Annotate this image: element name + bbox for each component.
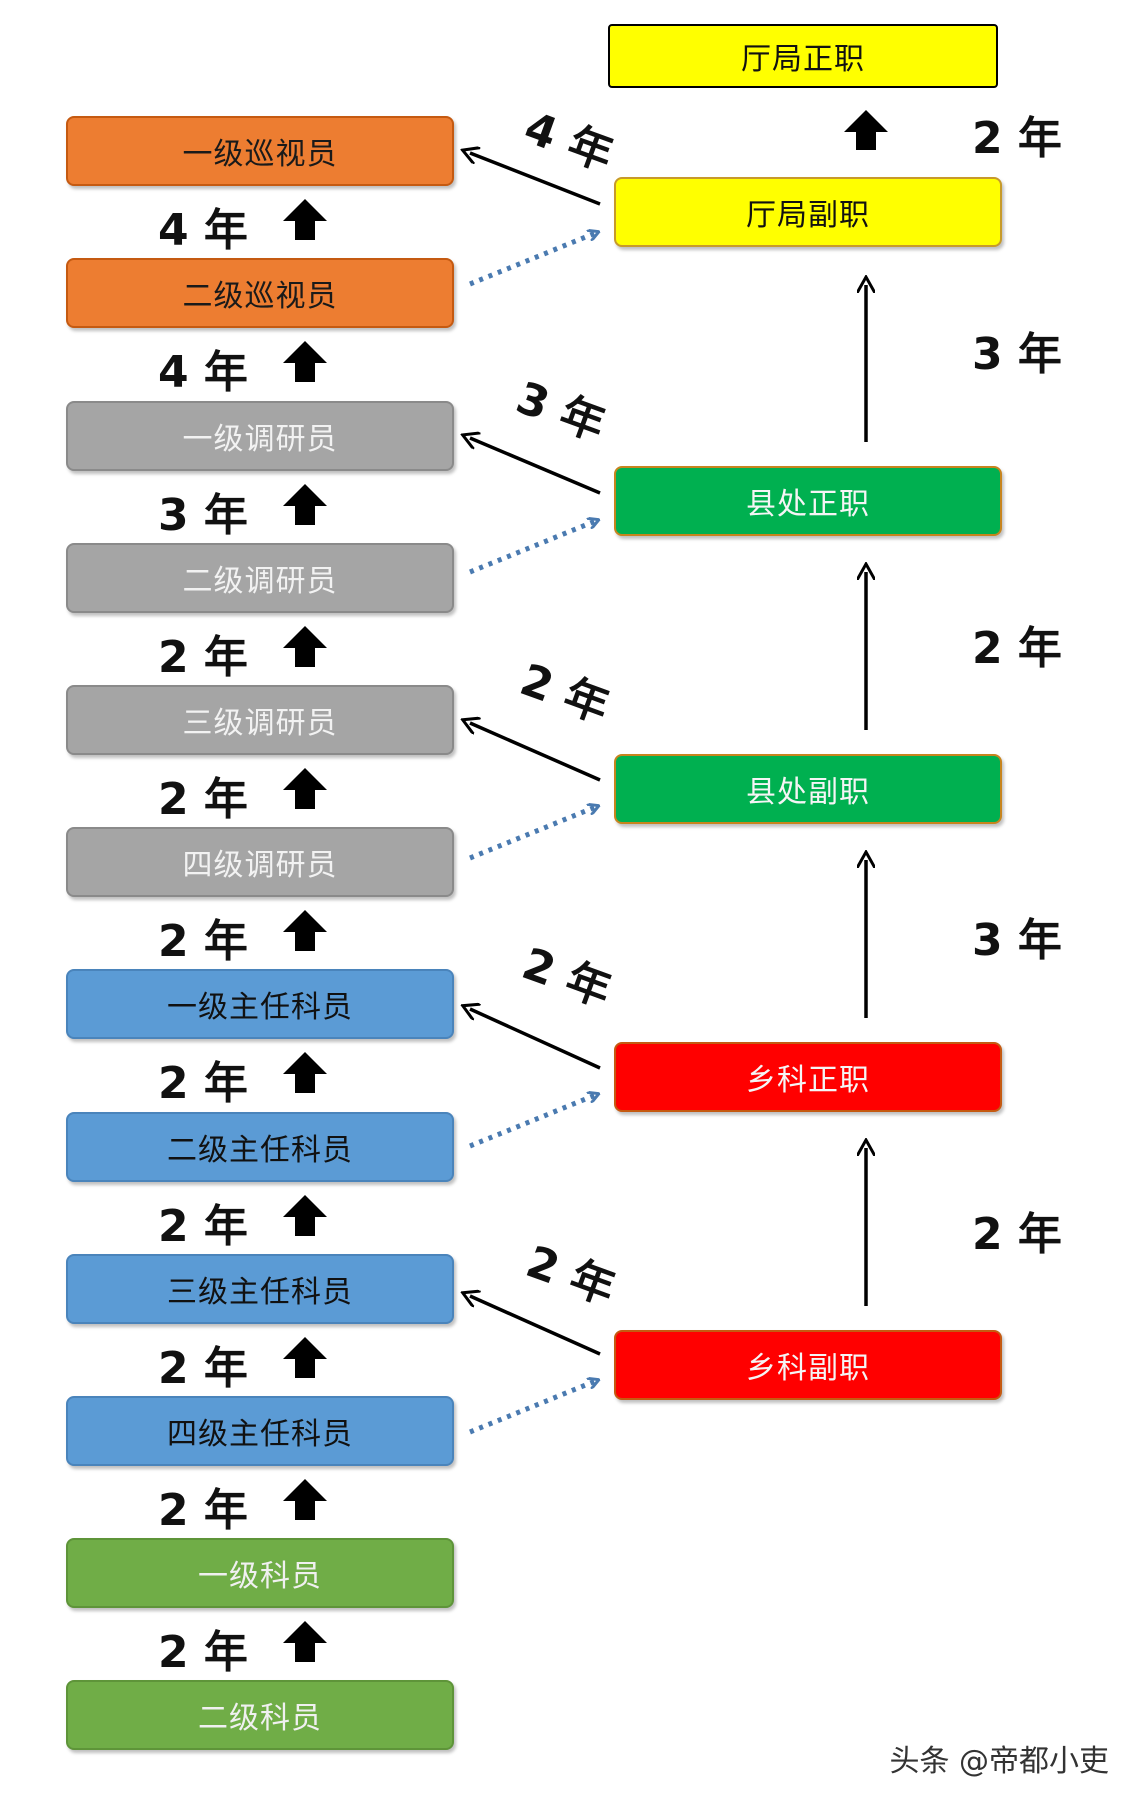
rank-box-level4-principal-clerk: 四级主任科员	[66, 1396, 454, 1466]
dotted-arrow	[469, 806, 598, 861]
block-up-arrow	[283, 1052, 327, 1093]
rank-box-level1-inspector: 一级巡视员	[66, 116, 454, 186]
rank-box-section-deputy: 乡科副职	[614, 1330, 1002, 1400]
rank-box-level2-researcher: 二级调研员	[66, 543, 454, 613]
block-up-arrow	[283, 626, 327, 667]
left-gap-years: 2 年	[158, 1058, 248, 1109]
rank-box-level1-clerk: 一级科员	[66, 1538, 454, 1608]
left-gap-years: 2 年	[158, 1485, 248, 1536]
block-up-arrow	[283, 768, 327, 809]
dotted-transfer-arrows	[469, 232, 598, 1435]
rank-box-division-deputy: 县处副职	[614, 754, 1002, 824]
rank-box-level2-inspector: 二级巡视员	[66, 258, 454, 328]
block-up-arrow	[283, 484, 327, 525]
rank-box-division-chief: 县处正职	[614, 466, 1002, 536]
left-gap-years: 2 年	[158, 1201, 248, 1252]
left-gap-years: 4 年	[158, 347, 248, 398]
rank-box-level1-researcher: 一级调研员	[66, 401, 454, 471]
rank-box-section-chief: 乡科正职	[614, 1042, 1002, 1112]
rank-box-level3-principal-clerk: 三级主任科员	[66, 1254, 454, 1324]
left-gap-years: 2 年	[158, 774, 248, 825]
dotted-arrow	[469, 1380, 598, 1435]
right-gap-years: 3 年	[972, 915, 1062, 966]
right-gap-years: 3 年	[972, 329, 1062, 380]
rank-box-bureau-deputy: 厅局副职	[614, 177, 1002, 247]
block-up-arrow	[283, 1621, 327, 1662]
dotted-arrow	[469, 520, 598, 575]
watermark: 头条 @帝都小吏	[889, 1744, 1109, 1779]
rank-box-bureau-chief: 厅局正职	[608, 24, 998, 88]
solid-arrow	[470, 1009, 601, 1070]
block-up-arrow	[283, 199, 327, 240]
solid-arrow	[470, 723, 601, 782]
left-gap-years: 2 年	[158, 1343, 248, 1394]
dotted-arrow	[469, 1094, 598, 1149]
solid-arrow	[470, 1296, 601, 1356]
block-up-arrow	[283, 341, 327, 382]
block-up-arrow	[283, 1195, 327, 1236]
solid-promotion-arrows	[470, 153, 601, 1356]
left-gap-years: 4 年	[158, 205, 248, 256]
rank-box-level3-researcher: 三级调研员	[66, 685, 454, 755]
right-gap-years: 2 年	[972, 623, 1062, 674]
solid-arrow	[470, 153, 601, 206]
block-up-arrow	[283, 1479, 327, 1520]
block-up-arrow	[283, 1337, 327, 1378]
left-gap-years: 2 年	[158, 632, 248, 683]
rank-box-level2-principal-clerk: 二级主任科员	[66, 1112, 454, 1182]
block-up-arrows	[283, 110, 888, 1662]
rank-box-level1-principal-clerk: 一级主任科员	[66, 969, 454, 1039]
rank-box-level2-clerk: 二级科员	[66, 1680, 454, 1750]
dotted-arrow	[469, 232, 598, 287]
right-gap-years: 2 年	[972, 113, 1062, 164]
right-gap-years: 2 年	[972, 1209, 1062, 1260]
left-gap-years: 2 年	[158, 1627, 248, 1678]
left-gap-years: 3 年	[158, 490, 248, 541]
solid-arrow	[470, 438, 601, 495]
rank-box-level4-researcher: 四级调研员	[66, 827, 454, 897]
left-gap-years: 2 年	[158, 916, 248, 967]
block-up-arrow	[844, 110, 888, 150]
block-up-arrow	[283, 910, 327, 951]
